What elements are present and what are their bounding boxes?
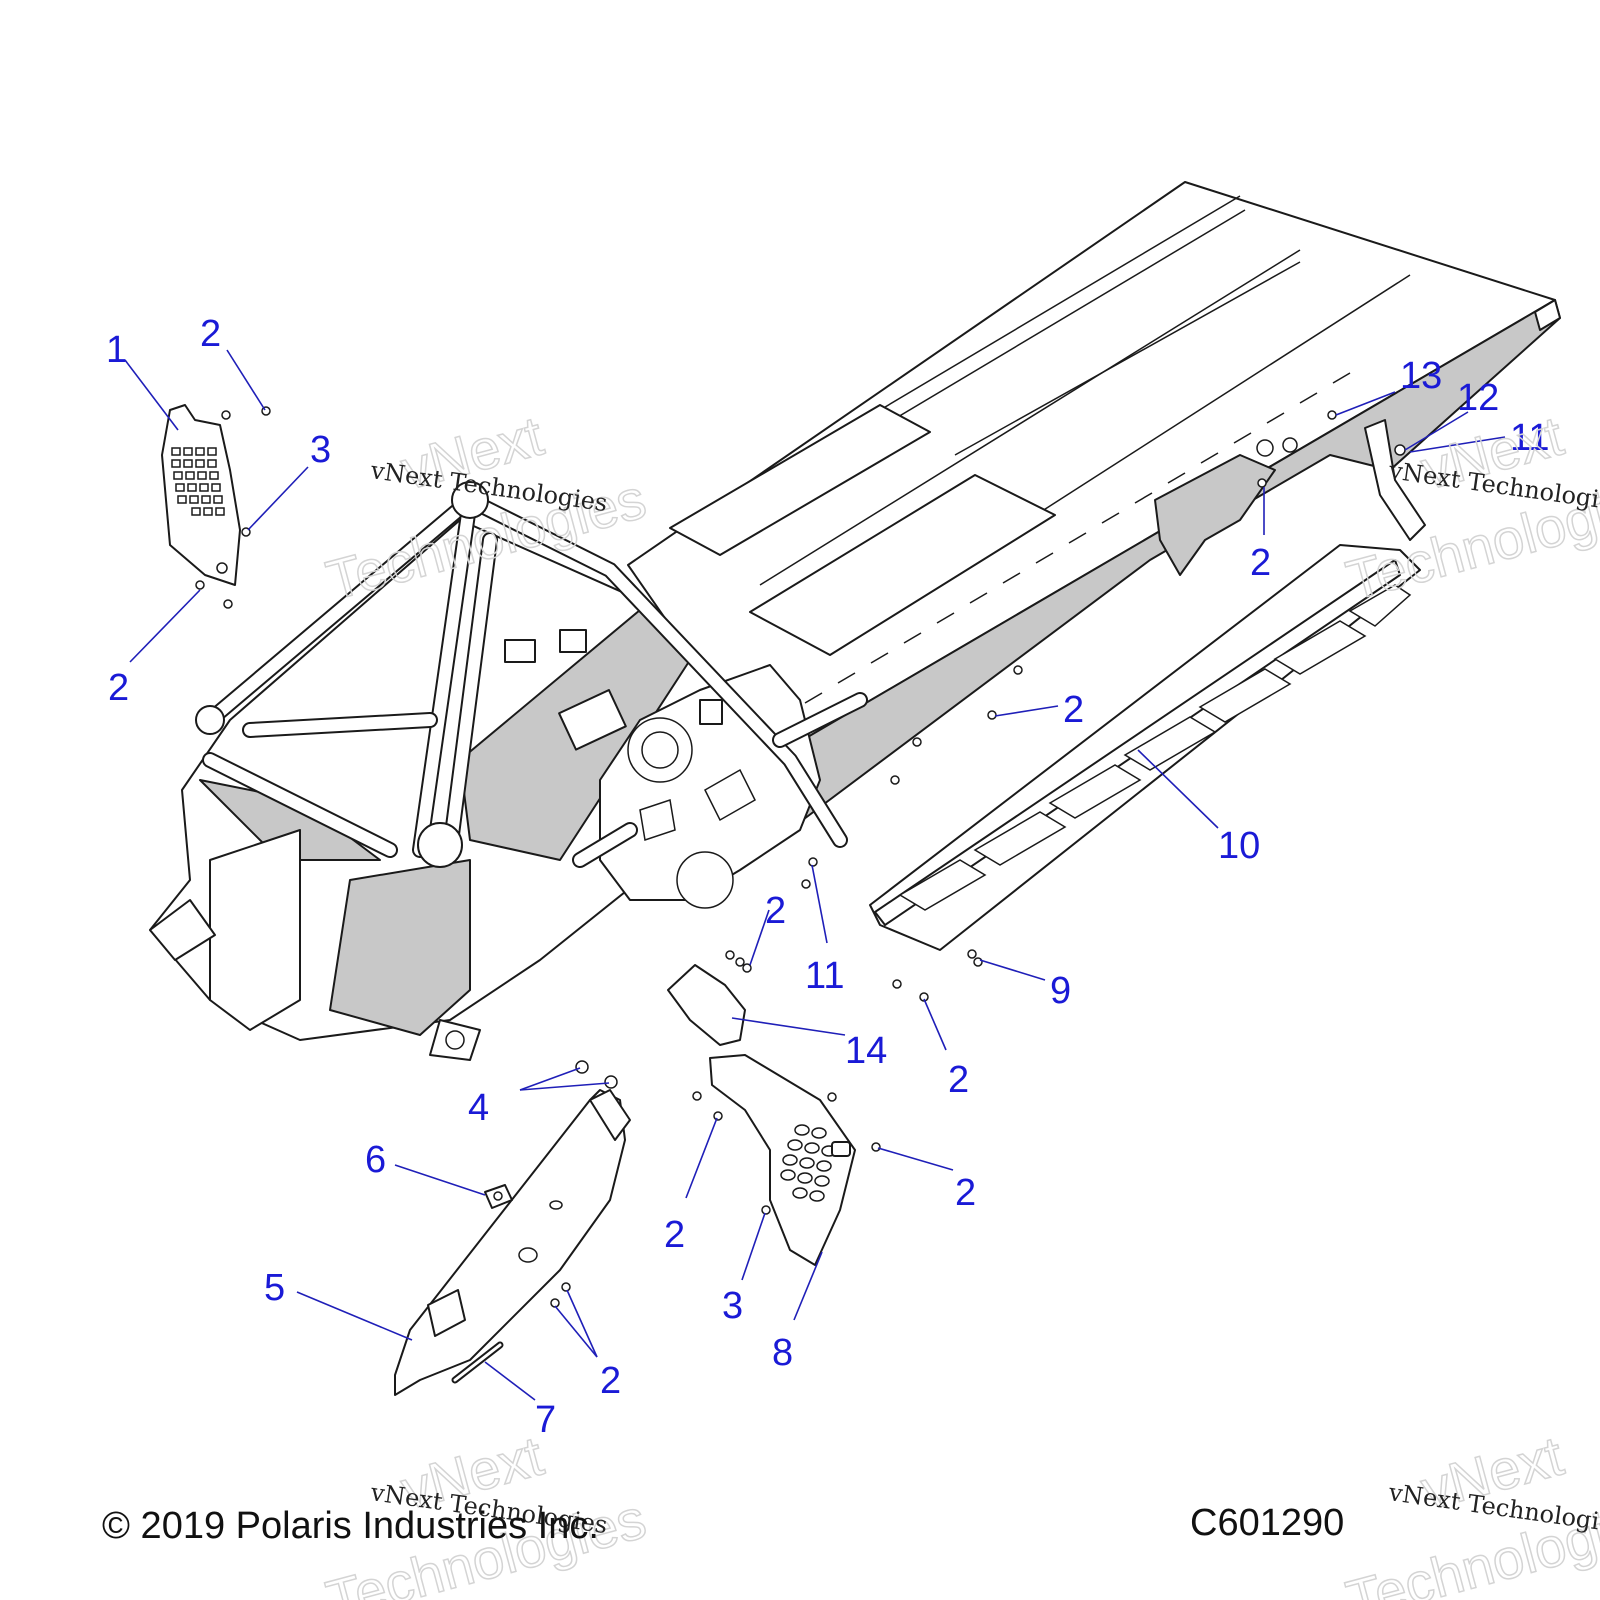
callout-2: 2	[200, 313, 221, 355]
callout-2: 2	[600, 1360, 621, 1402]
callout-2: 2	[955, 1172, 976, 1214]
frame-tubes	[195, 481, 868, 868]
part-7-rod	[451, 1341, 504, 1384]
callout-10: 10	[1218, 825, 1260, 867]
fasteners	[195, 406, 1406, 1308]
part-10-running-board	[869, 419, 1426, 951]
part-6-grommet	[484, 1184, 513, 1209]
part-5-side-panel	[394, 1089, 631, 1396]
callout-2: 2	[108, 667, 129, 709]
callout-13: 13	[1400, 355, 1442, 397]
callout-12: 12	[1457, 377, 1499, 419]
callout-2: 2	[1063, 689, 1084, 731]
callout-2: 2	[1250, 542, 1271, 584]
callout-1: 1	[106, 329, 127, 371]
part-8-vent-shield	[709, 1054, 856, 1266]
vent-holes-8	[780, 1124, 837, 1202]
callout-3: 3	[310, 429, 331, 471]
part-14-bracket	[667, 964, 746, 1046]
callout-5: 5	[264, 1267, 285, 1309]
vent-holes	[171, 447, 225, 516]
callout-14: 14	[845, 1030, 887, 1072]
diagram-code: C601290	[1190, 1502, 1344, 1544]
tunnel-assembly	[627, 181, 1561, 823]
callout-6: 6	[365, 1139, 386, 1181]
callout-labels: 1 2 3 2 13 12 11 2 2 10 2 11 9 14 2 4 6 …	[106, 313, 1549, 1441]
callout-4: 4	[468, 1087, 489, 1129]
callout-11: 11	[805, 955, 844, 997]
callout-11: 11	[1510, 417, 1549, 459]
callout-2: 2	[948, 1059, 969, 1101]
copyright-text: © 2019 Polaris Industries Inc.	[102, 1505, 599, 1547]
callout-8: 8	[772, 1332, 793, 1374]
callout-2: 2	[664, 1214, 685, 1256]
running-board-cutouts	[898, 584, 1412, 911]
part-1-vent-shield	[161, 404, 241, 586]
tunnel-vent-slots	[804, 372, 1351, 704]
callout-2: 2	[765, 890, 786, 932]
leader-lines	[124, 349, 1506, 1401]
callout-7: 7	[535, 1399, 556, 1441]
callout-9: 9	[1050, 970, 1071, 1012]
callout-3: 3	[722, 1285, 743, 1327]
